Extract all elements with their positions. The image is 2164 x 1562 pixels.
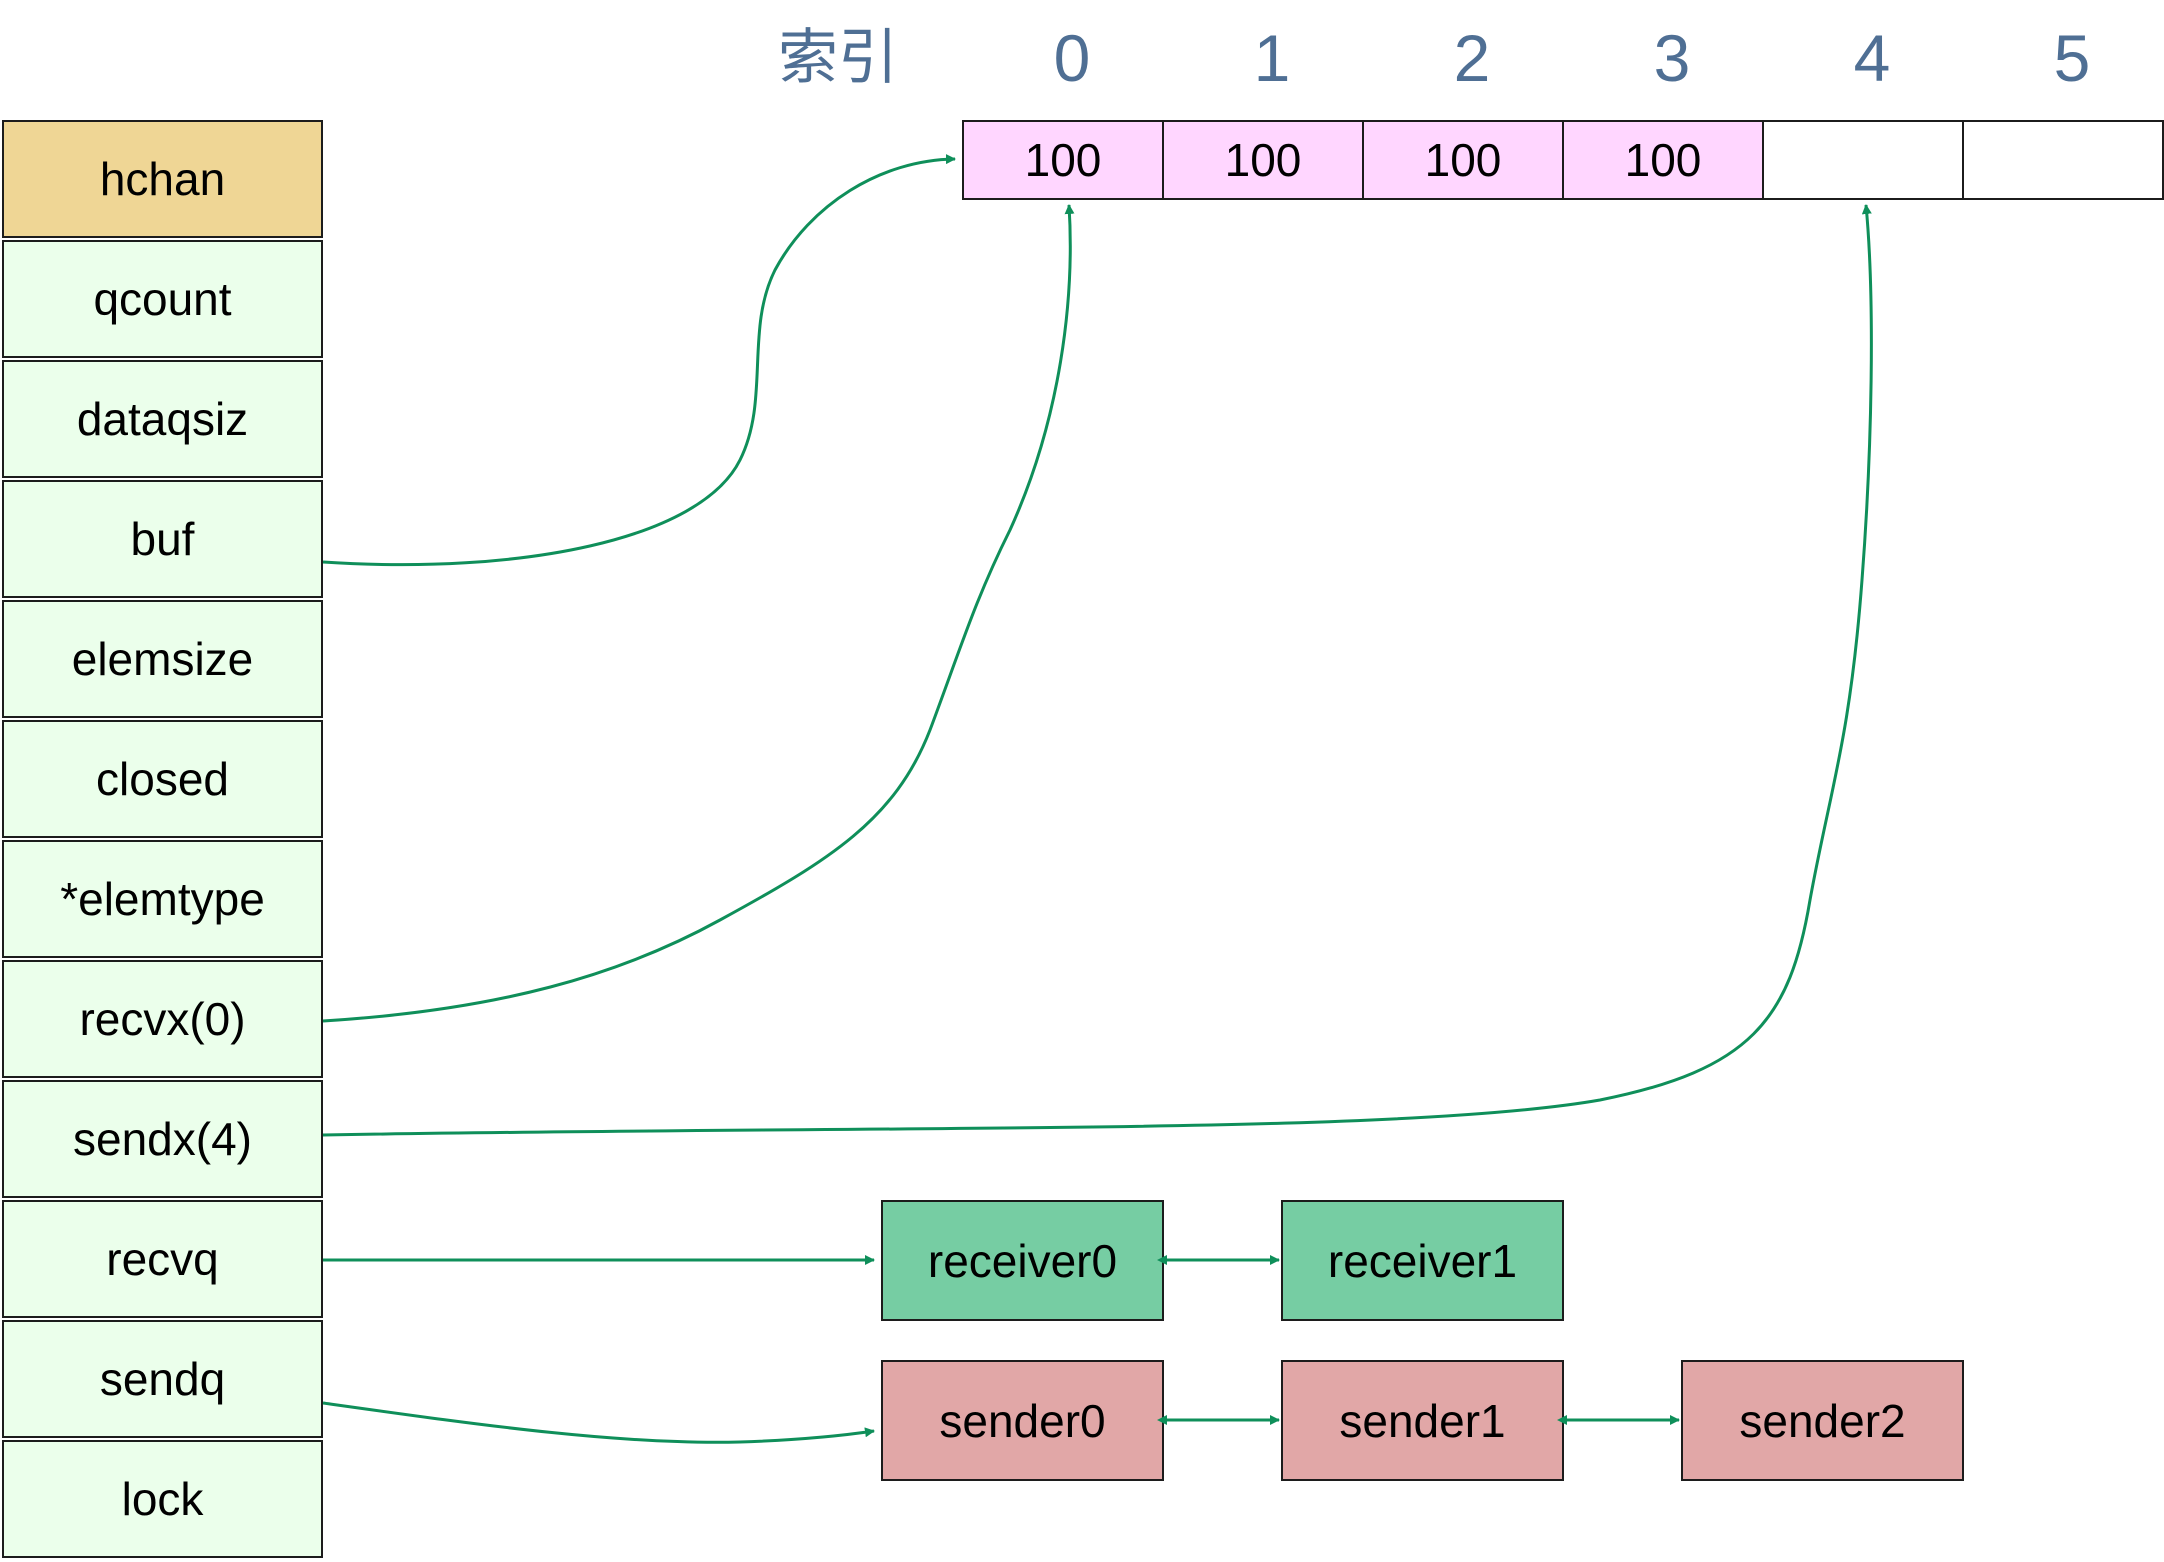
field-buf: buf [2, 480, 323, 598]
receiver-node-0: receiver0 [881, 1200, 1164, 1321]
buffer-cell-1: 100 [1162, 120, 1364, 200]
buf-pointer-arrow [322, 154, 956, 567]
index-label-2: 2 [1453, 21, 1491, 95]
buffer-cell-4 [1762, 120, 1964, 200]
field-recvx: recvx(0) [2, 960, 323, 1078]
index-label-4: 4 [1853, 21, 1891, 95]
field-elemsize: elemsize [2, 600, 323, 718]
field-dataqsiz: dataqsiz [2, 360, 323, 478]
index-label-0: 0 [1053, 21, 1091, 95]
buffer-cell-5 [1962, 120, 2164, 200]
index-label-3: 3 [1653, 21, 1691, 95]
sender-node-1: sender1 [1281, 1360, 1564, 1481]
field-lock: lock [2, 1440, 323, 1558]
field-elemtype: *elemtype [2, 840, 323, 958]
hchan-header: hchan [2, 120, 323, 238]
index-label-1: 1 [1253, 21, 1291, 95]
index-label-5: 5 [2053, 21, 2091, 95]
field-qcount: qcount [2, 240, 323, 358]
sender-node-0: sender0 [881, 1360, 1164, 1481]
index-title: 索引 [778, 23, 898, 93]
sendq-pointer-arrow [322, 1401, 875, 1444]
field-sendq: sendq [2, 1320, 323, 1438]
recvx-pointer-arrow [322, 204, 1075, 1023]
field-recvq: recvq [2, 1200, 323, 1318]
receiver-node-1: receiver1 [1281, 1200, 1564, 1321]
sender-node-2: sender2 [1681, 1360, 1964, 1481]
field-sendx: sendx(4) [2, 1080, 323, 1198]
buffer-cell-2: 100 [1362, 120, 1564, 200]
sendx-pointer-arrow [322, 204, 1873, 1137]
field-closed: closed [2, 720, 323, 838]
buffer-cell-3: 100 [1562, 120, 1764, 200]
buffer-cell-0: 100 [962, 120, 1164, 200]
